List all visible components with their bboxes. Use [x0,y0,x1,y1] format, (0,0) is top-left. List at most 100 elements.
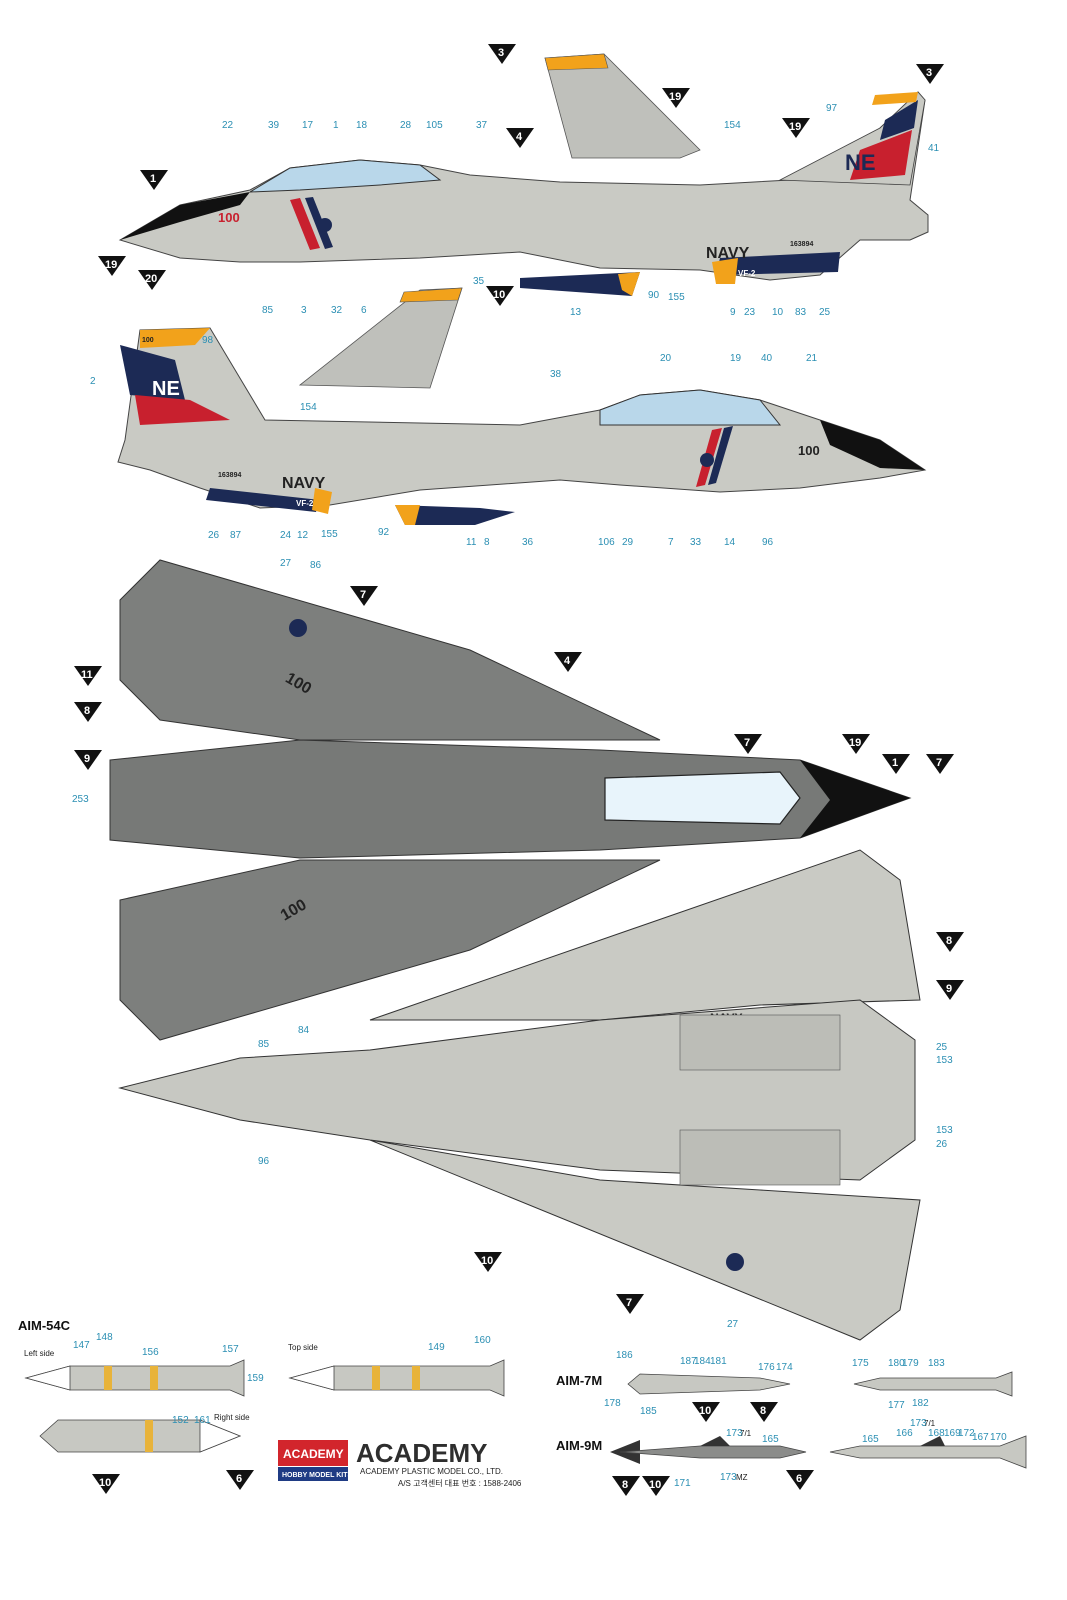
svg-text:11: 11 [81,669,93,681]
callout-98: 98 [202,335,214,346]
service-line: A/S 고객센터 대표 번호 : 1588-2406 [398,1478,522,1488]
callout-106: 106 [598,537,615,548]
callout-28: 28 [400,120,412,131]
marker-9-bottom: 9 [936,980,964,1000]
callout-159: 159 [247,1373,264,1384]
aim7m-title: AIM-7M [556,1373,602,1388]
marker-7-top-tip: 7 [926,754,954,774]
svg-text:6: 6 [236,1473,242,1485]
svg-text:7: 7 [936,757,942,769]
callout-7: 7 [668,537,674,548]
callout-182: 182 [912,1398,929,1409]
callout-154: 154 [724,120,741,131]
svg-text:3: 3 [498,47,504,59]
marker-6-aim54c: 6 [226,1470,254,1490]
callout-153b: 153 [936,1125,953,1136]
callout-39: 39 [268,120,280,131]
callout-153: 153 [936,1055,953,1066]
marker-10-aim54c: 10 [92,1474,120,1494]
marker-11-top: 11 [74,666,102,686]
callout-13: 13 [570,307,582,318]
callout-173c: 173 [910,1418,927,1429]
marker-6-aim9m: 6 [786,1470,814,1490]
svg-text:8: 8 [946,935,952,947]
modex-fin-side-right: 100 [142,337,154,344]
callout-numbers: 22 39 17 1 18 28 105 37 154 97 41 85 3 3… [72,103,953,1330]
stencil-markers: 1 19 20 3 19 4 19 3 [74,44,964,1314]
svg-text:19: 19 [789,121,801,133]
callout-29: 29 [622,537,634,548]
marker-19-nose-left: 19 [98,256,126,276]
callout-87: 87 [230,530,242,541]
callout-176: 176 [758,1362,775,1373]
callout-156: 156 [142,1347,159,1358]
callout-14: 14 [724,537,736,548]
callout-83: 83 [795,307,807,318]
callout-186: 186 [616,1350,633,1361]
callout-154b: 154 [300,402,317,413]
aim7m-body-top [853,1371,1013,1397]
label-7-1-top: 7/1 [924,1419,936,1428]
svg-text:19: 19 [669,91,681,103]
academy-badge-bottom [278,1467,348,1481]
marker-10-bottom: 10 [474,1252,502,1272]
squadron-label-side-left: VF-2 [738,269,756,278]
callout-181: 181 [710,1356,727,1367]
svg-text:8: 8 [760,1405,766,1417]
callout-6: 6 [361,305,367,316]
svg-text:4: 4 [516,131,523,143]
marker-3-stab-left: 3 [488,44,516,64]
aim9m-title: AIM-9M [556,1438,602,1453]
svg-text:20: 20 [145,273,157,285]
aim54c-left-body [24,1359,245,1397]
serial-number-side-left: 163894 [790,241,813,248]
label-mz: MZ [736,1473,748,1482]
marker-7-bottom: 7 [616,1294,644,1314]
callout-90: 90 [648,290,660,301]
callout-96b: 96 [258,1156,270,1167]
callout-12: 12 [297,530,309,541]
modex-number-side-left: 100 [218,210,240,225]
callout-148: 148 [96,1332,113,1343]
callout-161: 161 [194,1415,211,1426]
callout-17: 17 [302,120,314,131]
marker-8-aim7m: 8 [750,1402,778,1422]
callout-173: 173 [726,1428,743,1439]
callout-1: 1 [333,120,339,131]
navy-lettering-side-left: NAVY [706,245,750,262]
callout-41: 41 [928,143,940,154]
marker-10-aim9m: 10 [642,1476,670,1496]
callout-33: 33 [690,537,702,548]
callout-25b: 25 [936,1042,948,1053]
marker-7-top-canopy: 7 [734,734,762,754]
callout-152: 152 [172,1415,189,1426]
callout-165: 165 [762,1434,779,1445]
marker-20-nose-left: 20 [138,270,166,290]
svg-text:10: 10 [99,1477,111,1489]
marker-4-top-glove: 4 [554,652,582,672]
callout-23: 23 [744,307,756,318]
left-side-profile-view: 100 NAVY NE VF-2 163894 [118,53,929,296]
svg-text:10: 10 [699,1405,711,1417]
callout-19: 19 [730,353,742,364]
callout-25: 25 [819,307,831,318]
aim54c-top-side-label: Top side [288,1343,318,1352]
callout-166: 166 [896,1428,913,1439]
callout-179: 179 [902,1358,919,1369]
callout-21: 21 [806,353,818,364]
serial-number-side-right: 163894 [218,472,241,479]
callout-8: 8 [484,537,490,548]
callout-22: 22 [222,120,234,131]
aim54c-left-side-label: Left side [24,1349,55,1358]
aim54c-right-side-label: Right side [214,1413,250,1422]
marker-8-top: 8 [74,702,102,722]
callout-20: 20 [660,353,672,364]
marker-10-aim7m: 10 [692,1402,720,1422]
callout-183: 183 [928,1358,945,1369]
callout-11: 11 [466,537,477,548]
callout-3: 3 [301,305,307,316]
callout-2: 2 [90,376,96,387]
callout-38: 38 [550,369,562,380]
marker-19-stab-left: 19 [662,88,690,108]
